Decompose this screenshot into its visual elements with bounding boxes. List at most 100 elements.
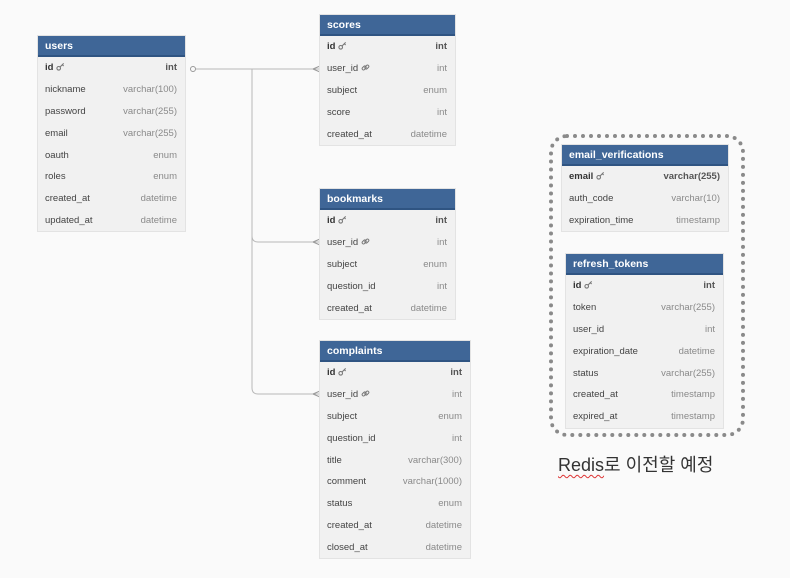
field-name: token bbox=[573, 302, 597, 314]
key-icon bbox=[56, 62, 65, 73]
field-type: varchar(255) bbox=[661, 367, 715, 379]
field-name: id bbox=[327, 215, 336, 227]
table-row[interactable]: id int bbox=[320, 210, 455, 232]
field-type: varchar(10) bbox=[671, 193, 720, 205]
field-type: datetime bbox=[140, 193, 177, 205]
key-icon bbox=[338, 215, 347, 226]
field-type: datetime bbox=[140, 214, 177, 226]
field-name-wrap: user_id bbox=[327, 237, 370, 248]
field-type: datetime bbox=[425, 519, 462, 531]
field-name: score bbox=[327, 106, 351, 118]
field-name: updated_at bbox=[45, 214, 93, 226]
field-type: enum bbox=[423, 258, 447, 270]
field-name-wrap: email bbox=[45, 128, 68, 139]
redis-migration-group bbox=[549, 134, 745, 437]
field-type: varchar(255) bbox=[123, 127, 177, 139]
key-icon bbox=[584, 280, 593, 291]
field-name-wrap: id bbox=[45, 62, 65, 73]
field-type: varchar(100) bbox=[123, 84, 177, 96]
link-users-bookmarks bbox=[251, 69, 320, 243]
field-name-wrap: oauth bbox=[45, 150, 69, 161]
field-type: varchar(255) bbox=[123, 105, 177, 117]
field-name: subject bbox=[327, 410, 358, 422]
redis-note-rest: 로 이전할 예정 bbox=[604, 455, 714, 475]
field-name-wrap: updated_at bbox=[45, 215, 93, 226]
redis-word: Redis bbox=[558, 455, 605, 475]
field-type: enum bbox=[438, 498, 462, 510]
link-icon bbox=[361, 237, 370, 248]
table-header[interactable]: email_verifications bbox=[562, 145, 728, 166]
field-name: question_id bbox=[327, 280, 376, 292]
field-type: varchar(300) bbox=[408, 454, 462, 466]
field-name-wrap: score bbox=[327, 107, 350, 118]
table-row[interactable]: email varchar(255) bbox=[38, 122, 185, 144]
field-type: enum bbox=[153, 171, 177, 183]
field-type: timestamp bbox=[676, 214, 720, 226]
field-type: datetime bbox=[678, 345, 715, 357]
field-name-wrap: comment bbox=[327, 476, 366, 487]
field-name-wrap: created_at bbox=[327, 129, 372, 140]
field-name: expiration_date bbox=[573, 345, 638, 357]
field-name-wrap: expired_at bbox=[573, 411, 617, 422]
field-name-wrap: expiration_date bbox=[573, 346, 638, 357]
field-name: status bbox=[573, 367, 599, 379]
field-name-wrap: id bbox=[573, 280, 593, 291]
table-header[interactable]: refresh_tokens bbox=[566, 254, 723, 275]
field-type: varchar(1000) bbox=[402, 476, 462, 488]
crowfoot-scores bbox=[312, 65, 321, 73]
table-row[interactable]: subject enum bbox=[320, 254, 455, 276]
table-row[interactable]: updated_at datetime bbox=[38, 210, 185, 232]
field-name-wrap: subject bbox=[327, 259, 357, 270]
table-header[interactable]: complaints bbox=[320, 341, 470, 362]
table-row[interactable]: status varchar(255) bbox=[566, 362, 723, 384]
table-row[interactable]: comment varchar(1000) bbox=[320, 471, 470, 493]
table-header[interactable]: bookmarks bbox=[320, 189, 455, 210]
table-header[interactable]: users bbox=[38, 36, 185, 57]
table-row[interactable]: expiration_date datetime bbox=[566, 340, 723, 362]
field-type: int bbox=[435, 215, 447, 227]
crowfoot-complaints bbox=[312, 390, 321, 398]
field-name: expired_at bbox=[573, 411, 618, 423]
field-name: id bbox=[45, 62, 54, 74]
field-type: int bbox=[450, 367, 462, 379]
field-name-wrap: user_id bbox=[327, 389, 370, 400]
field-name: subject bbox=[327, 258, 358, 270]
table-header[interactable]: scores bbox=[320, 15, 455, 36]
